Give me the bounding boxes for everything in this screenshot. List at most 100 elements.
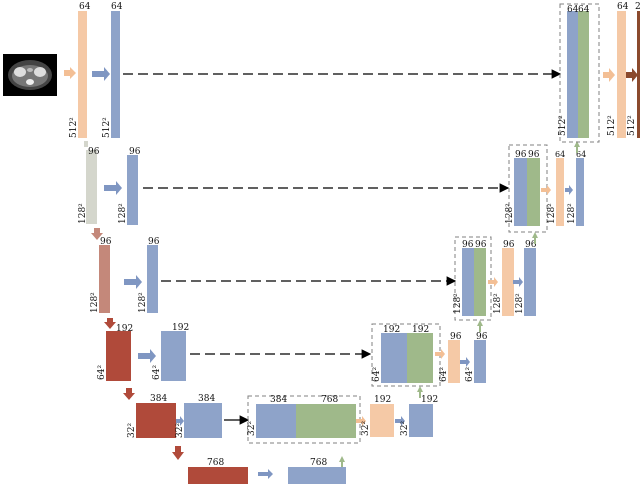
arrow-peach (541, 185, 551, 195)
arrow-brown (626, 68, 638, 82)
label-96: 96 (515, 150, 527, 160)
block-blue-192 (161, 331, 186, 381)
block-blue-96 (524, 248, 536, 316)
label-96: 96 (100, 237, 112, 247)
label-192: 192 (412, 325, 429, 335)
label-96: 96 (528, 150, 540, 160)
label-64: 64² (97, 365, 107, 380)
label-32: 32² (247, 421, 257, 436)
arrow-green-up (339, 456, 345, 467)
block-peach-96 (448, 340, 460, 383)
label-128: 128² (547, 203, 557, 224)
arrow-green-up (532, 232, 538, 244)
block-peach-192 (370, 404, 394, 437)
label-128: 128² (493, 293, 503, 314)
label-32: 32² (127, 423, 137, 438)
label-96: 96 (129, 147, 141, 157)
block-brown-output (637, 11, 640, 138)
label-192: 192 (383, 325, 400, 335)
label-192: 192 (116, 324, 133, 334)
arrow-blue (513, 277, 523, 287)
block-green-96 (527, 158, 540, 226)
label-512: 512² (627, 115, 637, 136)
arrow-peach (603, 68, 615, 82)
arrow-blue (460, 357, 470, 367)
label-32: 32² (400, 421, 410, 436)
label-64: 64 (617, 2, 629, 12)
label-384: 384 (198, 394, 215, 404)
label-32: 32² (175, 423, 185, 438)
label-512: 512² (558, 115, 568, 136)
arrow-red-down (123, 388, 135, 400)
block-peach-96 (502, 248, 514, 316)
label-512: 512² (607, 115, 617, 136)
arrow-red-down (104, 318, 116, 329)
arrow-peach (64, 67, 76, 79)
block-green-64 (578, 11, 589, 138)
arrow-blue (138, 349, 156, 363)
label-64: 64² (372, 367, 382, 382)
concat-box (559, 3, 600, 143)
label-512: 512² (102, 117, 112, 138)
label-96: 96 (450, 332, 462, 342)
label-192: 192 (374, 395, 391, 405)
label-768: 768 (310, 458, 327, 468)
label-96: 96 (462, 240, 474, 250)
label-768: 768 (207, 458, 224, 468)
arrow-green-up (574, 141, 580, 153)
label-192: 192 (421, 395, 438, 405)
label-96: 96 (476, 332, 488, 342)
concat-box (454, 236, 492, 321)
label-384: 384 (270, 395, 287, 405)
arrow-green-up (477, 320, 483, 332)
label-64: 64 (567, 5, 579, 15)
arrow-blue (176, 416, 184, 426)
block-green-192 (407, 333, 433, 383)
block-blue-64 (567, 11, 578, 138)
label-128: 128² (138, 292, 148, 313)
label-64: 64 (555, 150, 565, 159)
label-512: 512² (69, 117, 79, 138)
arrow-peach (356, 416, 366, 426)
arrow-blue (565, 185, 573, 195)
label-96: 96 (88, 147, 100, 157)
label-192: 192 (172, 323, 189, 333)
block-blue-64 (576, 158, 584, 226)
arrow-gray-down (84, 141, 88, 147)
block-red-192 (106, 331, 131, 381)
arrow-blue (395, 416, 405, 426)
label-96: 96 (148, 237, 160, 247)
label-96: 96 (503, 240, 515, 250)
block-blue-96 (147, 245, 158, 313)
block-blue-96 (474, 340, 486, 383)
block-peach-64 (78, 11, 87, 138)
block-green-768 (296, 404, 356, 438)
label-128: 128² (515, 293, 525, 314)
block-blue-96 (462, 248, 474, 316)
arrow-green-up (417, 386, 423, 398)
label-64: 64² (152, 365, 162, 380)
label-64: 64 (578, 5, 590, 15)
arrow-blue (258, 469, 273, 479)
arrow-peach (488, 277, 498, 287)
block-blue-384 (256, 404, 296, 438)
arrow-blue (104, 181, 122, 195)
label-32: 32² (361, 421, 371, 436)
label-128: 128² (567, 203, 577, 224)
block-green-96 (474, 248, 486, 316)
label-64: 64 (79, 2, 91, 12)
label-64: 64² (439, 367, 449, 382)
label-2: 2 (635, 2, 640, 12)
arrow-blue (124, 275, 142, 289)
label-128: 128² (90, 292, 100, 313)
block-blue-96 (127, 155, 138, 225)
label-96: 96 (475, 240, 487, 250)
block-blue-768 (288, 467, 346, 484)
block-blue-384 (184, 403, 222, 438)
label-64: 64 (576, 150, 586, 159)
block-blue-192 (381, 333, 407, 383)
label-64: 64² (465, 367, 475, 382)
label-64: 64 (111, 2, 123, 12)
block-blue-64 (111, 11, 120, 138)
label-128: 128² (505, 203, 515, 224)
